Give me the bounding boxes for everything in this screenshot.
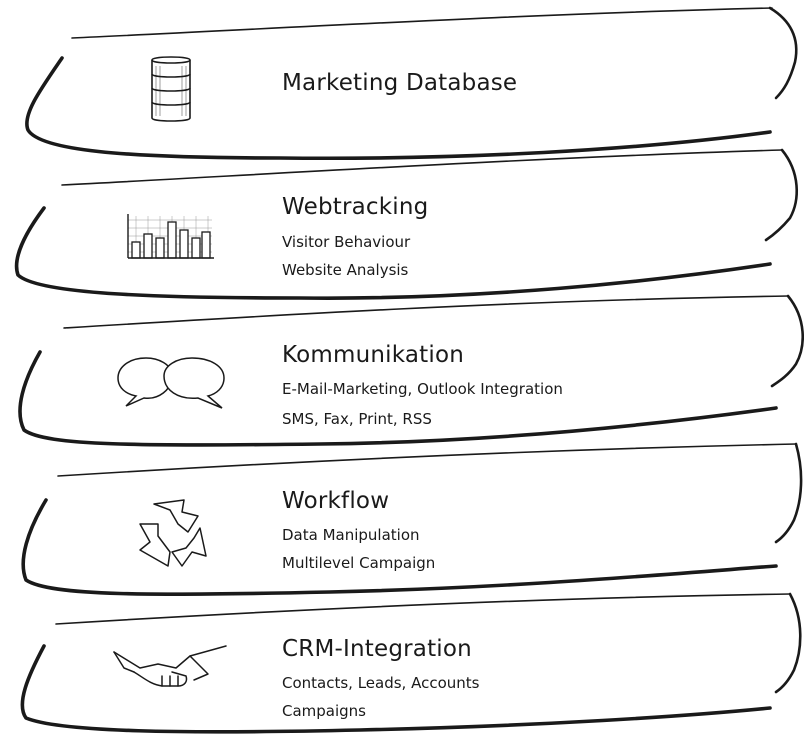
loop-1-right-stroke [768, 6, 798, 100]
section-line: Contacts, Leads, Accounts [282, 674, 480, 692]
section-title: Workflow [282, 488, 390, 514]
handshake-icon [113, 645, 227, 687]
section-line: E-Mail-Marketing, Outlook Integration [282, 380, 563, 398]
speech-bubbles-icon [117, 357, 225, 409]
loop-1-top-stroke [71, 7, 773, 39]
section-line: Visitor Behaviour [282, 233, 411, 251]
section-title: Kommunikation [282, 342, 465, 368]
section-title: Webtracking [282, 194, 429, 220]
loop-3-bottom-stroke [18, 350, 778, 447]
loop-4-top-stroke [57, 443, 797, 477]
section-line: SMS, Fax, Print, RSS [282, 410, 432, 428]
section-workflow: Workflow Data Manipulation Multilevel Ca… [0, 484, 804, 594]
section-line: Website Analysis [282, 261, 409, 279]
loop-5-right-stroke [774, 592, 802, 694]
section-webtracking: Webtracking Visitor Behaviour Website An… [0, 186, 804, 296]
loop-2-bottom-stroke [14, 206, 772, 300]
loop-3-right-stroke [770, 294, 804, 388]
section-line: Multilevel Campaign [282, 554, 436, 572]
loop-1-bottom-stroke [25, 56, 772, 161]
loop-2-right-stroke [764, 148, 799, 242]
loop-4-bottom-stroke [21, 498, 778, 597]
database-icon [151, 56, 191, 122]
loop-3-top-stroke [63, 295, 789, 329]
bar-chart-icon [127, 214, 214, 259]
section-title: Marketing Database [282, 70, 518, 96]
loop-5-top-stroke [55, 593, 791, 625]
section-kommunikation: Kommunikation E-Mail-Marketing, Outlook … [0, 336, 804, 446]
section-marketing-database: Marketing Database [0, 40, 804, 150]
section-line: Campaigns [282, 702, 367, 720]
section-title: CRM-Integration [282, 636, 472, 662]
recycle-arrows-icon [139, 499, 207, 567]
section-crm-integration: CRM-Integration Contacts, Leads, Account… [0, 632, 804, 732]
loop-4-right-stroke [774, 442, 803, 544]
loop-2-top-stroke [61, 149, 783, 186]
section-line: Data Manipulation [282, 526, 420, 544]
loop-5-bottom-stroke [20, 644, 772, 734]
